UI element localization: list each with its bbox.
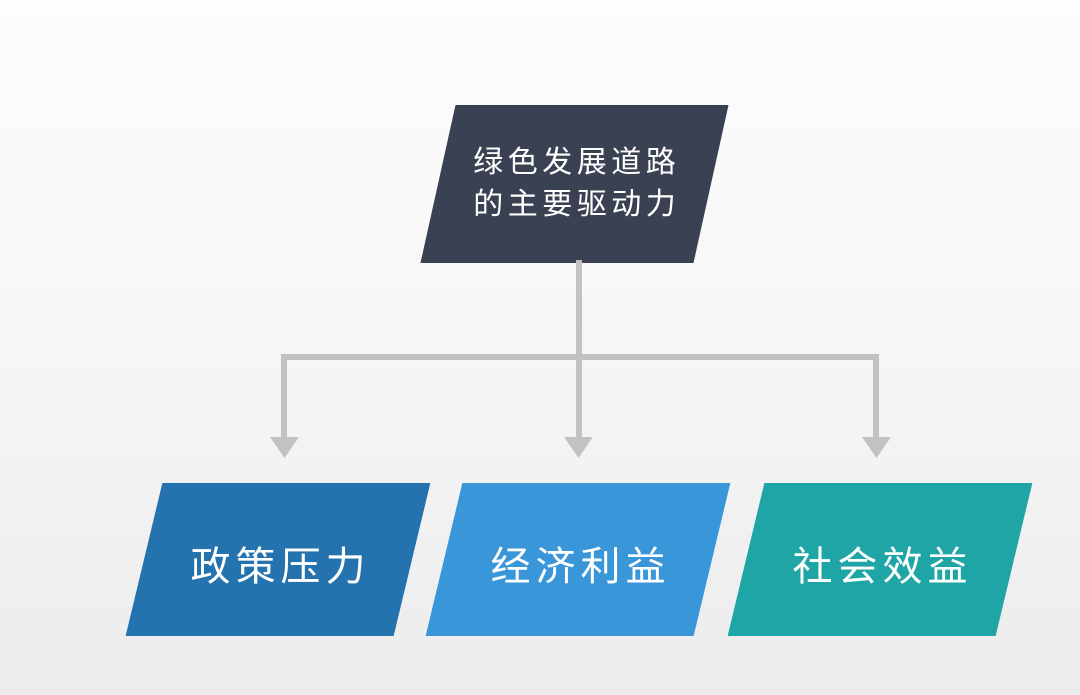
root-node-label: 绿色发展道路 的主要驱动力 (438, 105, 711, 263)
connector-drop-right (873, 356, 879, 439)
child-node-economic-benefit: 经济利益 (425, 483, 731, 636)
root-node-label-line1: 绿色发展道路 (473, 145, 681, 180)
down-arrowhead-middle (564, 437, 593, 458)
child-node-social-benefit: 社会效益 (727, 483, 1033, 636)
connector-stem (576, 260, 582, 439)
child-node-social-benefit-label: 社会效益 (792, 543, 973, 590)
child-node-policy-pressure-label: 政策压力 (190, 543, 371, 590)
connector-drop-left (281, 356, 287, 439)
connector-crossbar (281, 354, 879, 360)
child-node-economic-benefit-label: 经济利益 (490, 543, 671, 590)
down-arrowhead-right (862, 437, 891, 458)
root-node: 绿色发展道路 的主要驱动力 (420, 105, 729, 263)
root-node-label-line2: 的主要驱动力 (473, 187, 681, 222)
down-arrowhead-left (270, 437, 299, 458)
child-node-policy-pressure: 政策压力 (125, 483, 431, 636)
